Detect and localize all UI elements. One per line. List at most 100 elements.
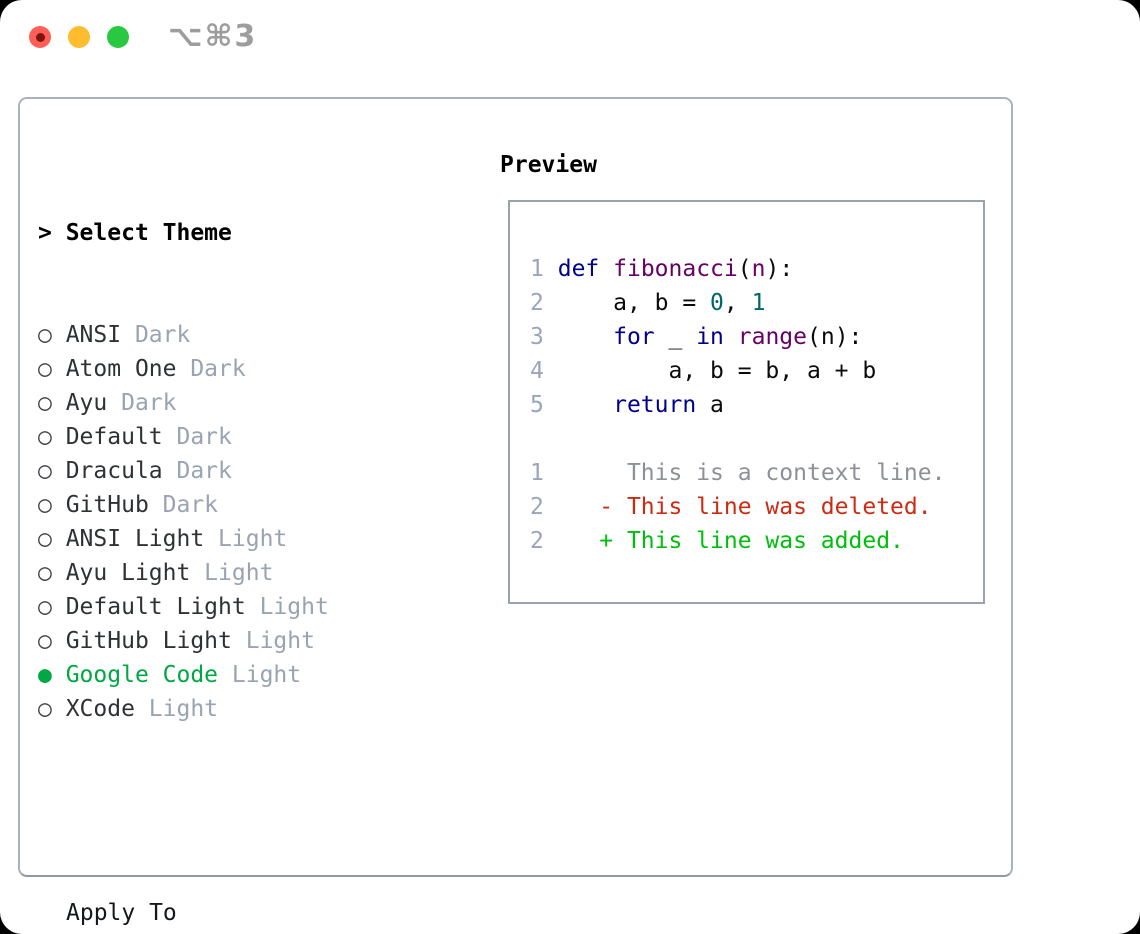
theme-option[interactable]: ○ XCode Light bbox=[38, 692, 426, 726]
option-variant-label: Dark bbox=[107, 390, 177, 416]
code-line: 5 return a bbox=[530, 388, 945, 422]
code-segment-pl bbox=[599, 256, 613, 282]
radio-icon: ○ bbox=[38, 696, 66, 722]
preview-header: Preview bbox=[500, 152, 597, 178]
radio-icon: ○ bbox=[38, 560, 66, 586]
theme-option[interactable]: ○ GitHub Dark bbox=[38, 488, 426, 522]
theme-list: ○ ANSI Dark○ Atom One Dark○ Ayu Dark○ De… bbox=[38, 318, 426, 726]
option-label: ANSI Light bbox=[65, 526, 205, 552]
theme-option[interactable]: ○ Atom One Dark bbox=[38, 352, 426, 386]
radio-icon: ○ bbox=[38, 526, 66, 552]
radio-icon: ○ bbox=[38, 390, 66, 416]
option-variant-label: Light bbox=[204, 526, 288, 552]
option-label: ANSI bbox=[65, 322, 122, 348]
code-line: 2 + This line was added. bbox=[530, 524, 945, 558]
code-segment-ln: 1 bbox=[530, 460, 544, 486]
apply-to-header: Apply To bbox=[66, 900, 177, 926]
radio-icon: ○ bbox=[38, 458, 66, 484]
code-segment-num: 1 bbox=[751, 290, 766, 316]
zoom-button-icon[interactable] bbox=[107, 26, 129, 48]
close-button-icon[interactable] bbox=[29, 26, 51, 48]
code-segment-ln: 2 bbox=[530, 528, 544, 554]
radio-icon: ○ bbox=[38, 492, 66, 518]
code-segment-ln: 4 bbox=[530, 358, 544, 384]
window-titlebar: ⌥⌘3 bbox=[0, 0, 1140, 75]
theme-option[interactable]: ○ Default Light Light bbox=[38, 590, 426, 624]
option-variant-label: Light bbox=[218, 662, 302, 688]
code-segment-pl: _ bbox=[654, 324, 697, 350]
code-line: 3 for _ in range(n): bbox=[530, 320, 945, 354]
theme-option[interactable]: ○ Dracula Dark bbox=[38, 454, 426, 488]
code-segment-pl: (n): bbox=[807, 324, 863, 350]
spacer-row bbox=[38, 794, 426, 828]
code-segment-num: 0 bbox=[710, 290, 724, 316]
theme-option[interactable]: ● Google Code Light bbox=[38, 658, 426, 692]
option-variant-label: Dark bbox=[162, 458, 232, 484]
code-segment-ln: 2 bbox=[530, 494, 544, 520]
option-label: GitHub Light bbox=[65, 628, 232, 654]
select-theme-header: > Select Theme bbox=[38, 216, 426, 250]
window-shortcut-label: ⌥⌘3 bbox=[168, 19, 258, 54]
code-segment-pl bbox=[544, 324, 613, 350]
option-label: XCode bbox=[65, 696, 135, 722]
radio-icon: ○ bbox=[38, 594, 66, 620]
code-line: 2 a, b = 0, 1 bbox=[530, 286, 945, 320]
code-line: 2 - This line was deleted. bbox=[530, 490, 945, 524]
close-dot-icon bbox=[35, 32, 45, 42]
minimize-button-icon[interactable] bbox=[68, 26, 90, 48]
option-variant-label: Dark bbox=[121, 322, 191, 348]
code-segment-ln: 1 bbox=[530, 256, 544, 282]
code-segment-add: + This line was added. bbox=[599, 528, 904, 554]
header-prefix: > bbox=[38, 220, 66, 246]
theme-option[interactable]: ○ Ayu Dark bbox=[38, 386, 426, 420]
option-variant-label: Dark bbox=[162, 424, 232, 450]
traffic-lights bbox=[29, 26, 129, 48]
code-segment-pl bbox=[544, 290, 613, 316]
header-label: Select Theme bbox=[65, 220, 232, 246]
option-label: Default Light bbox=[65, 594, 246, 620]
code-line: 4 a, b = b, a + b bbox=[530, 354, 945, 388]
option-variant-label: Light bbox=[245, 594, 329, 620]
code-segment-pl: a bbox=[696, 392, 724, 418]
code-segment-pl: ): bbox=[765, 256, 794, 282]
code-segment-fn: fibonacci bbox=[613, 256, 738, 282]
option-variant-label: Light bbox=[134, 696, 219, 722]
code-segment-pl: a, b = b, a + b bbox=[668, 358, 877, 384]
code-segment-pl bbox=[544, 460, 627, 486]
option-variant-label: Light bbox=[190, 560, 274, 586]
option-label: Atom One bbox=[65, 356, 177, 382]
code-segment-fn: range bbox=[737, 324, 808, 350]
code-segment-pl bbox=[544, 392, 613, 418]
theme-option[interactable]: ○ Ayu Light Light bbox=[38, 556, 426, 590]
option-variant-label: Dark bbox=[148, 492, 219, 518]
code-segment-kw: def bbox=[557, 256, 600, 282]
option-label: Ayu bbox=[65, 390, 108, 416]
code-segment-pl bbox=[544, 528, 599, 554]
theme-option[interactable]: ○ GitHub Light Light bbox=[38, 624, 426, 658]
code-segment-pl: , bbox=[723, 290, 752, 316]
option-label: Dracula bbox=[65, 458, 163, 484]
theme-option[interactable]: ○ Default Dark bbox=[38, 420, 426, 454]
option-variant-label: Dark bbox=[176, 356, 246, 382]
radio-icon: ○ bbox=[38, 356, 66, 382]
theme-option[interactable]: ○ ANSI Light Light bbox=[38, 522, 426, 556]
code-segment-pl bbox=[544, 358, 669, 384]
code-segment-del: - This line was deleted. bbox=[599, 494, 932, 520]
code-line: 1 This is a context line. bbox=[530, 456, 945, 490]
option-label: GitHub bbox=[65, 492, 149, 518]
code-segment-pl bbox=[724, 324, 738, 350]
code-segment-ln: 3 bbox=[530, 324, 544, 350]
code-line bbox=[530, 422, 945, 456]
code-segment-ctx: This is a context line. bbox=[626, 460, 946, 486]
code-segment-pl: ( bbox=[737, 256, 752, 282]
option-variant-label: Light bbox=[231, 628, 315, 654]
radio-icon: ○ bbox=[38, 322, 66, 348]
code-segment-pl bbox=[544, 256, 558, 282]
code-segment-pl bbox=[544, 494, 599, 520]
theme-option[interactable]: ○ ANSI Dark bbox=[38, 318, 426, 352]
radio-icon: ○ bbox=[38, 424, 66, 450]
option-label: Google Code bbox=[65, 662, 219, 688]
option-label: Default bbox=[65, 424, 163, 450]
